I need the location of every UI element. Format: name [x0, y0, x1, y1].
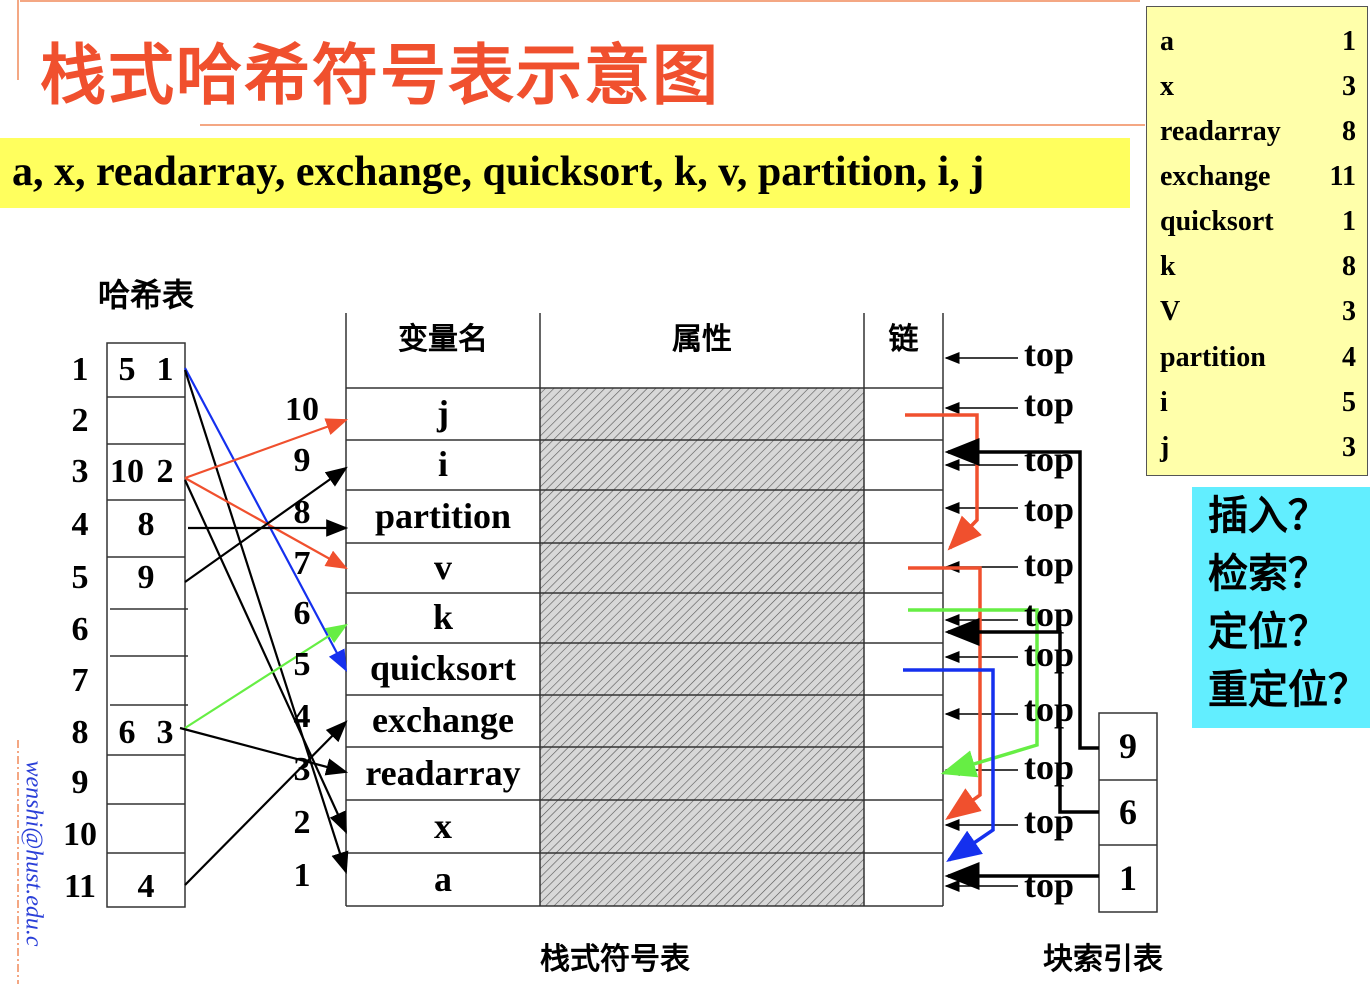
stack-entry-name: i: [437, 444, 448, 484]
hash-cell-value: 5: [118, 351, 136, 388]
hash-cell-value: 1: [156, 351, 174, 388]
hash-row-number: 9: [71, 764, 89, 801]
identifier-sequence: a, x, readarray, exchange, quicksort, k,…: [12, 149, 985, 195]
top-pointer-label: top: [1024, 439, 1075, 479]
lookup-value: 1: [1342, 26, 1356, 57]
hash-value-table: [1146, 6, 1368, 476]
hash-row-number: 8: [71, 714, 89, 751]
hash-row-number: 5: [71, 559, 89, 596]
stack-entry-name: k: [432, 597, 454, 637]
hash-cell-value: 3: [156, 714, 174, 751]
stack-entry-name: a: [434, 858, 452, 899]
top-arrows: [944, 352, 1018, 892]
lookup-value: 11: [1329, 161, 1356, 192]
question: 定位？: [1208, 609, 1328, 655]
stack-entry-name: exchange: [372, 700, 514, 740]
stack-index: 5: [293, 646, 311, 683]
hash-row-number: 1: [71, 351, 89, 388]
header-attribute: 属性: [672, 322, 732, 357]
stack-entry-name: x: [434, 805, 452, 846]
sequence-band: [0, 138, 1130, 208]
stack-index: 1: [293, 856, 311, 894]
hash-row-number: 11: [63, 868, 97, 905]
hash-row-number: 6: [71, 611, 89, 648]
author-email: wenshi@hust.edu.c: [20, 760, 47, 947]
top-pointer-label: top: [1024, 634, 1075, 674]
hash-table-label: 哈希表: [98, 276, 195, 314]
hash-cell-value: 2: [156, 453, 174, 490]
attribute-hatch: [540, 388, 864, 906]
questions-box: [1192, 487, 1370, 728]
hash-row-number: 3: [71, 453, 89, 490]
slide-decoration: [17, 0, 1145, 984]
hash-row-number: 2: [71, 402, 89, 439]
stack-index: 7: [293, 545, 311, 582]
chain-links: [903, 413, 1039, 862]
hash-row-number: 10: [63, 816, 97, 853]
stack-index: 2: [293, 803, 311, 841]
lookup-value: 4: [1342, 342, 1356, 373]
top-pointer-label: top: [1024, 801, 1075, 841]
stack-index: 6: [293, 595, 311, 632]
stack-index: 8: [293, 493, 311, 531]
page-title: 栈式哈希符号表示意图: [40, 37, 720, 114]
stack-entry-name: partition: [374, 495, 511, 536]
hash-cell-value: 6: [118, 714, 136, 751]
top-pointer-label: top: [1024, 689, 1075, 729]
hash-cell-value: 8: [137, 506, 155, 543]
hash-row-number: 4: [71, 506, 89, 543]
question: 插入？: [1208, 493, 1328, 539]
lookup-name: j: [1160, 432, 1170, 463]
hash-table-grid: [106, 342, 188, 908]
question: 重定位？: [1208, 667, 1368, 713]
stack-index: 9: [293, 442, 311, 479]
stack-entry-name: quicksort: [369, 648, 517, 688]
lookup-name: quicksort: [1160, 206, 1274, 237]
symbol-table-caption: 栈式符号表: [540, 942, 690, 977]
lookup-value: 3: [1342, 71, 1356, 102]
lookup-value: 5: [1342, 387, 1356, 418]
lookup-value: 3: [1342, 296, 1356, 327]
top-pointer-label: top: [1024, 594, 1075, 634]
hash-cell-value: 9: [137, 559, 155, 596]
lookup-name: i: [1160, 387, 1168, 418]
top-pointer-label: top: [1024, 334, 1075, 374]
block-index-value: 1: [1119, 858, 1137, 898]
lookup-name: readarray: [1160, 116, 1281, 147]
lookup-value: 8: [1342, 116, 1356, 147]
block-index-caption: 块索引表: [1043, 942, 1163, 977]
lookup-value: 1: [1342, 206, 1356, 237]
block-index-value: 9: [1119, 726, 1137, 766]
stack-index: 3: [293, 750, 311, 788]
lookup-name: exchange: [1160, 161, 1271, 192]
lookup-name: V: [1160, 296, 1181, 327]
top-pointer-label: top: [1024, 489, 1075, 529]
lookup-name: a: [1160, 26, 1174, 57]
lookup-name: partition: [1160, 342, 1266, 373]
lookup-value: 8: [1342, 251, 1356, 282]
header-chain: 链: [888, 322, 919, 357]
stack-entry-name: readarray: [365, 752, 521, 793]
stack-entry-name: j: [437, 393, 449, 433]
header-name: 变量名: [398, 322, 488, 357]
hash-cell-value: 4: [137, 868, 155, 905]
lookup-value: 3: [1342, 432, 1356, 463]
block-index-value: 6: [1119, 792, 1137, 832]
block-index-links: [944, 438, 1099, 890]
hash-cell-value: 10: [110, 453, 144, 490]
top-pointer-label: top: [1024, 544, 1075, 584]
hash-row-number: 7: [71, 662, 89, 699]
stack-index: 10: [285, 391, 319, 428]
lookup-name: k: [1160, 251, 1176, 282]
stack-entry-name: v: [434, 547, 452, 587]
lookup-name: x: [1160, 71, 1174, 102]
top-pointer-label: top: [1024, 747, 1075, 787]
top-pointer-label: top: [1024, 865, 1075, 905]
question: 检索？: [1208, 551, 1328, 597]
top-pointer-label: top: [1024, 384, 1075, 424]
stack-index: 4: [293, 698, 311, 735]
hash-pointers: [179, 367, 349, 886]
symbol-table-grid: [345, 313, 944, 907]
